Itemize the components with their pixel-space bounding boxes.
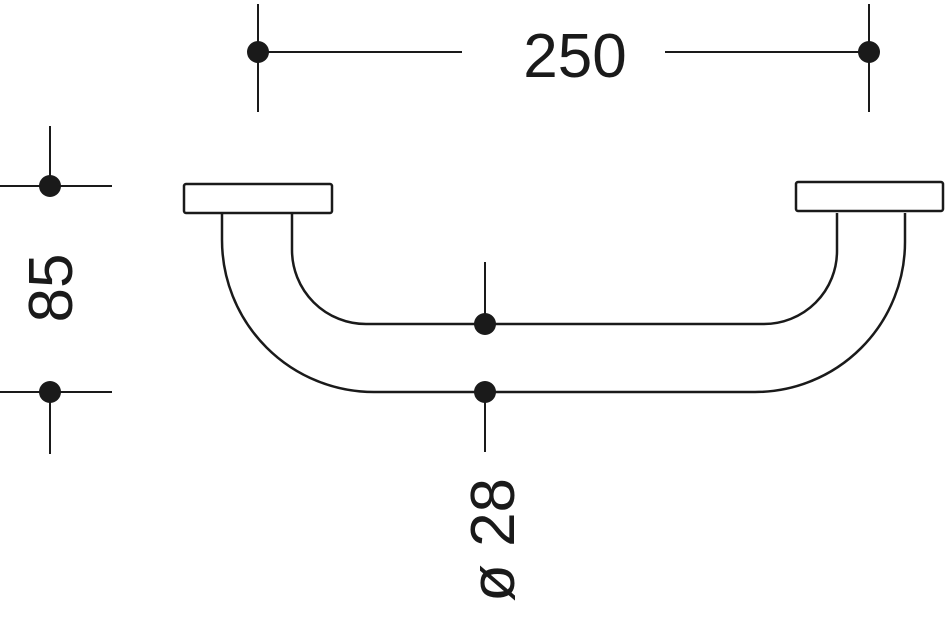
diameter-dimension-dot-bottom: [474, 381, 496, 403]
diameter-dimension-label: ø 28: [459, 478, 528, 602]
mounting-flange-left: [182, 182, 334, 215]
width-dimension-dot-left: [247, 41, 269, 63]
grab-bar-inner-contour: [290, 213, 839, 326]
grab-bar: [182, 180, 945, 394]
grab-bar-outer-contour: [220, 213, 907, 394]
height-dimension-dot-bottom: [39, 381, 61, 403]
height-dimension-dot-top: [39, 175, 61, 197]
diameter-dimension-dot-top: [474, 313, 496, 335]
mounting-flange-right: [794, 180, 945, 213]
width-dimension-label: 250: [523, 22, 626, 91]
height-dimension-label: 85: [17, 254, 86, 323]
width-dimension-dot-right: [858, 41, 880, 63]
